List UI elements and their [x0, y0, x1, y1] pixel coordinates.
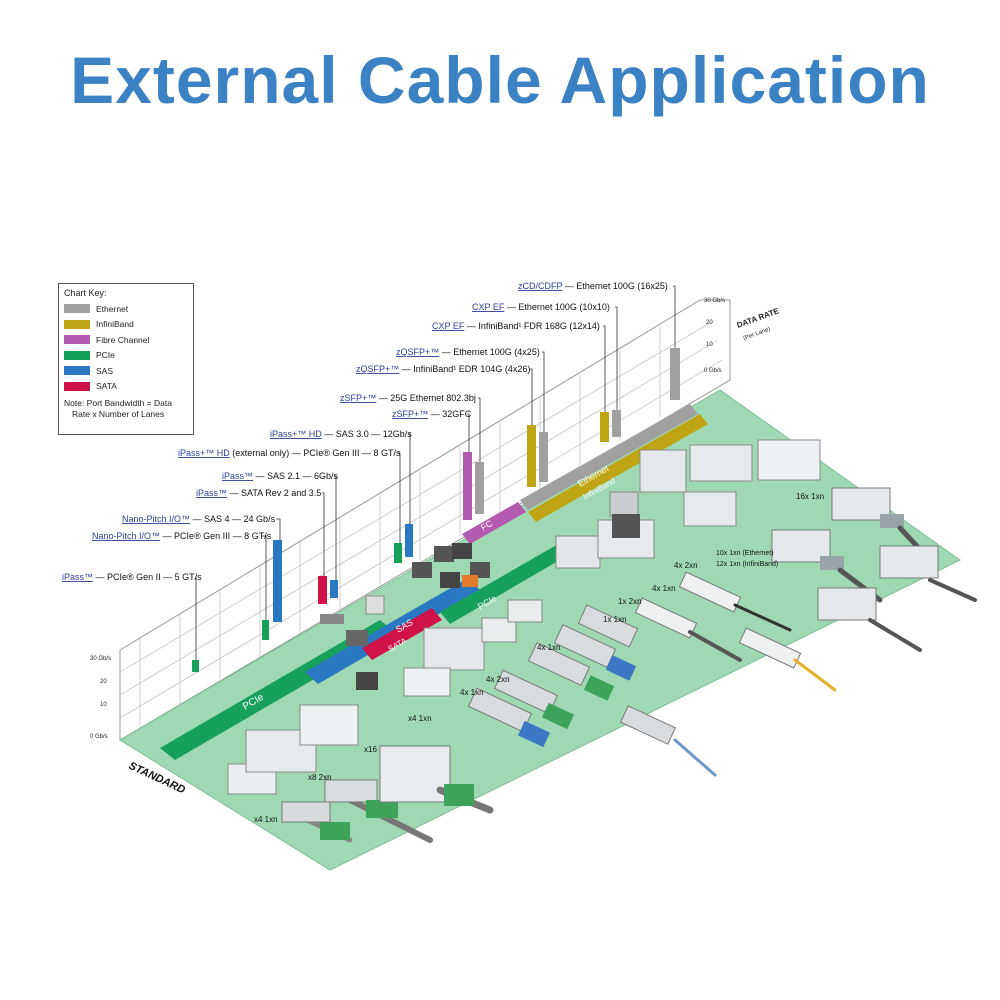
- module-sfp2: [507, 599, 543, 623]
- key-row-fibre-channel: Fibre Channel: [64, 332, 188, 348]
- module-cxp2: [689, 444, 753, 482]
- module-x8: [245, 729, 317, 773]
- bar-zqsfp-ib: [527, 425, 536, 487]
- chart-key-note-line1: Note: Port Bandwidth = Data: [64, 398, 172, 408]
- bar-cxp-eth: [612, 410, 621, 437]
- module-sfp: [481, 617, 517, 643]
- cable-x16-head: [379, 745, 451, 803]
- key-label-ethernet: Ethernet: [96, 303, 129, 314]
- cable-assemblies: [281, 487, 977, 843]
- band-infiniband: [528, 414, 708, 522]
- bar-ipass-sas21: [330, 580, 338, 598]
- key-row-sas: SAS: [64, 363, 188, 379]
- bar-ipass-sata: [318, 576, 327, 604]
- connector-modules: [227, 439, 821, 795]
- band-pcie-right: [440, 543, 570, 624]
- key-label-sas: SAS: [96, 365, 114, 376]
- chart-key-note: Note: Port Bandwidth = Data Rate x Numbe…: [64, 398, 188, 420]
- bar-ipass-pcie: [192, 660, 199, 672]
- floor-components: [320, 491, 640, 690]
- module-cxp3: [683, 491, 737, 527]
- module-cxp: [639, 449, 687, 493]
- key-row-pcie: PCIe: [64, 348, 188, 364]
- key-swatch-sas: [64, 366, 90, 376]
- bar-ipasshd-sas3: [405, 524, 413, 557]
- key-swatch-fibre-channel: [64, 335, 90, 345]
- band-ethernet: [520, 404, 698, 510]
- key-row-ethernet: Ethernet: [64, 301, 188, 317]
- key-label-fibre-channel: Fibre Channel: [96, 334, 150, 345]
- chart-key-title: Chart Key:: [64, 288, 107, 298]
- band-fc: [462, 502, 526, 544]
- bar-zsfp-fc: [463, 452, 472, 520]
- bar-ipasshd-pcie: [394, 543, 402, 563]
- bar-nano-pcie: [262, 620, 269, 640]
- rate-bars: [192, 348, 680, 672]
- wall-grid: [119, 319, 723, 728]
- key-swatch-pcie: [64, 350, 90, 360]
- bar-zsfp-eth: [475, 462, 484, 514]
- key-label-infiniband: InfiniBand: [96, 319, 134, 330]
- bar-cxp-ib: [600, 412, 609, 442]
- key-row-infiniband: InfiniBand: [64, 317, 188, 333]
- bar-zqsfp-eth: [539, 432, 548, 482]
- back-wall: [119, 299, 731, 741]
- key-swatch-sata: [64, 381, 90, 391]
- chart-key-note-line2: Rate x Number of Lanes: [72, 409, 165, 419]
- bar-zcd-eth: [670, 348, 680, 400]
- key-label-sata: SATA: [96, 381, 117, 392]
- key-swatch-infiniband: [64, 319, 90, 329]
- band-sata: [362, 608, 442, 660]
- leader-lines: [195, 285, 676, 660]
- module-sas: [423, 627, 485, 671]
- module-cdfp: [757, 439, 821, 481]
- module-qsfp: [555, 535, 601, 569]
- key-row-sata: SATA: [64, 379, 188, 395]
- bar-nano-sas4: [273, 540, 282, 622]
- key-swatch-ethernet: [64, 304, 90, 314]
- page-title: External Cable Application: [70, 43, 930, 117]
- module-sas2: [403, 667, 451, 697]
- chart-key: Chart Key: Ethernet InfiniBand Fibre Cha…: [58, 283, 194, 435]
- key-label-pcie: PCIe: [96, 350, 115, 361]
- module-x16: [299, 704, 359, 746]
